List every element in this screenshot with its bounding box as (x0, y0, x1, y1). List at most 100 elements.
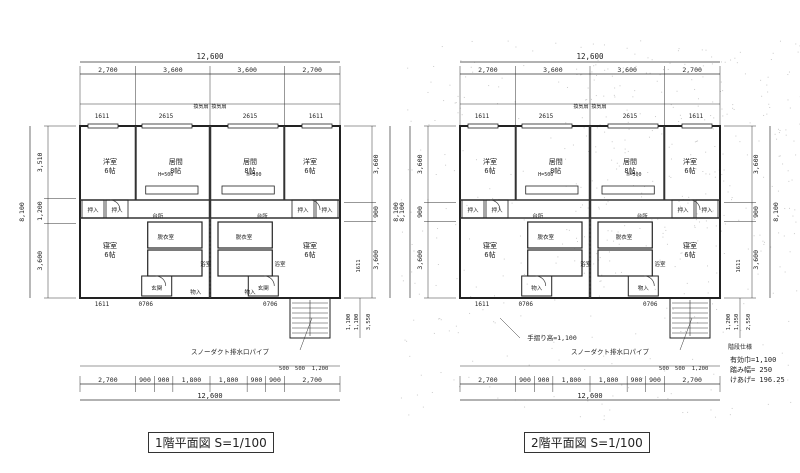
dressing-block (597, 249, 653, 277)
floor1-title-box: 1階平面図 S=1/100 (148, 432, 274, 453)
noise-dot (706, 227, 708, 229)
noise-dot (586, 99, 588, 101)
noise-dot (568, 229, 570, 231)
noise-dot (523, 379, 525, 381)
noise-dot (667, 398, 669, 400)
duct-note: スノーダクト排水口パイプ (571, 347, 650, 356)
left-total-label: 8,100 (18, 202, 26, 222)
noise-dot (593, 65, 595, 67)
noise-dot (603, 415, 605, 417)
noise-dot (739, 141, 741, 143)
noise-dot (726, 113, 728, 115)
right-dim-label: 3,600 (752, 154, 760, 174)
noise-dot (461, 114, 463, 116)
noise-dot (553, 396, 555, 398)
noise-dot (445, 208, 447, 210)
floor2-scale: S=1/100 (590, 436, 643, 450)
noise-dot (679, 205, 681, 207)
noise-dot (720, 61, 722, 63)
noise-dot (724, 61, 726, 63)
noise-dot (565, 158, 567, 160)
noise-dot (659, 74, 661, 76)
noise-dot (762, 344, 764, 346)
door-swing (309, 199, 321, 211)
floor2-title: 2階平面図 (531, 436, 587, 450)
noise-dot (710, 409, 712, 411)
noise-dot (402, 280, 404, 282)
noise-dot (649, 358, 651, 360)
room-name: 寝室 (103, 241, 117, 250)
noise-dot (666, 243, 668, 245)
room-name: 寝室 (483, 241, 497, 250)
noise-dot (611, 159, 613, 161)
noise-dot (555, 262, 557, 264)
noise-dot (731, 199, 733, 201)
noise-dot (661, 91, 663, 93)
noise-dot (651, 219, 653, 221)
height-label: H=500 (538, 172, 553, 178)
bottom-dim-label: 900 (251, 376, 263, 384)
noise-dot (732, 360, 734, 362)
room-small-label: 脱衣室 (236, 233, 253, 241)
bottom-small-label: 500 (295, 366, 305, 372)
noise-dot (738, 219, 740, 221)
noise-dot (694, 225, 696, 227)
noise-dot (697, 98, 699, 100)
noise-dot (640, 40, 642, 42)
left-dim-label: 3,510 (36, 152, 44, 172)
noise-dot (492, 197, 494, 199)
noise-dot (524, 406, 526, 408)
noise-dot (435, 174, 437, 176)
noise-dot (744, 73, 746, 75)
noise-dot (792, 215, 794, 217)
bottom-dim-label: 900 (631, 376, 643, 384)
noise-dot (601, 274, 603, 276)
noise-dot (789, 107, 791, 109)
noise-dot (710, 389, 712, 391)
noise-dot (671, 143, 673, 145)
noise-dot (687, 411, 689, 413)
room-size: 6帖 (304, 250, 315, 259)
closet (291, 199, 315, 219)
stair-dim-label: 1,350 (734, 314, 740, 331)
noise-dot (702, 76, 704, 78)
noise-dot (692, 247, 694, 249)
noise-dot (430, 81, 432, 83)
bottom-small-label: 500 (675, 366, 685, 372)
noise-dot (668, 175, 670, 177)
noise-dot (788, 71, 790, 73)
noise-dot (581, 117, 583, 119)
noise-dot (733, 108, 735, 110)
left-dim-label: 3,600 (416, 250, 424, 270)
noise-dot (465, 76, 467, 78)
noise-dot (470, 296, 472, 298)
noise-dot (580, 206, 582, 208)
window-top (87, 123, 119, 129)
noise-dot (694, 88, 696, 90)
noise-dot (583, 127, 585, 129)
noise-dot (657, 396, 659, 398)
closet (315, 199, 339, 219)
noise-dot (599, 280, 601, 282)
left-dim-label: 3,600 (36, 251, 44, 271)
noise-dot (411, 271, 413, 273)
noise-dot (794, 209, 796, 211)
noise-dot (747, 248, 749, 250)
noise-dot (714, 171, 716, 173)
noise-dot (605, 116, 607, 118)
noise-dot (680, 331, 682, 333)
top-dim-label: 3,600 (163, 66, 183, 74)
noise-dot (598, 206, 600, 208)
noise-dot (781, 352, 783, 354)
noise-dot (694, 226, 696, 228)
noise-dot (767, 76, 769, 78)
noise-dot (767, 91, 769, 93)
bottom-dim-label: 2,700 (98, 376, 118, 384)
bottom-dim-label: 900 (519, 376, 531, 384)
noise-dot (506, 355, 508, 357)
noise-dot (709, 173, 711, 175)
noise-dot (635, 333, 637, 335)
noise-dot (591, 180, 593, 182)
noise-dot (587, 400, 589, 402)
noise-dot (580, 46, 582, 48)
